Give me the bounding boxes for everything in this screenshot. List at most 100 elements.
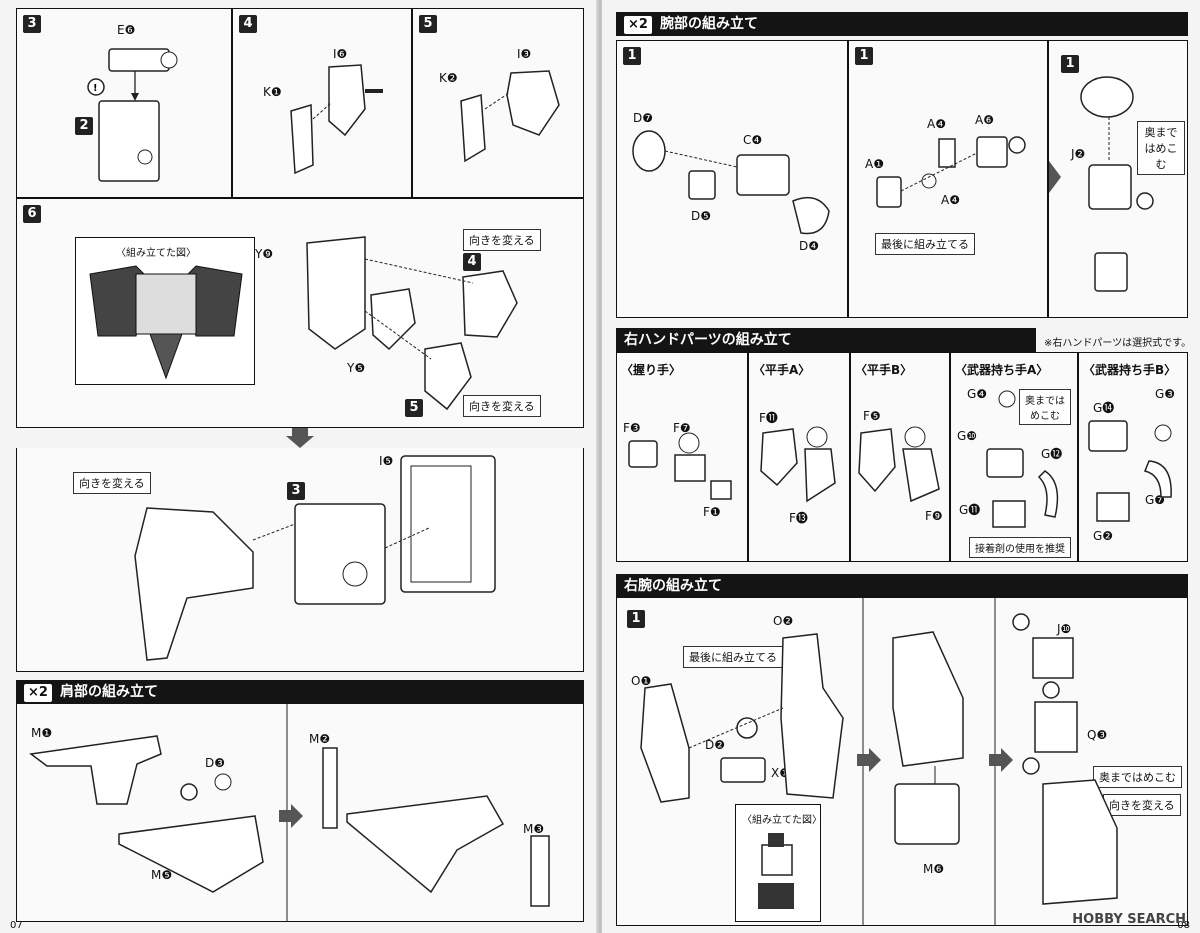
part-label: F❼ (673, 421, 691, 435)
multiplier-badge: ×2 (24, 684, 52, 702)
part-label: M❷ (309, 732, 331, 746)
hand-type-4: 〈武器持ち手A〉 G❹ G❿ G⓬ G⓫ 奥まではめこむ 接着剤の使用を推奨 (950, 352, 1078, 562)
page-number: 07 (10, 920, 23, 931)
hand-diagram (1088, 420, 1172, 522)
inset-title: 〈組み立てた図〉 (742, 815, 822, 826)
part-label: D❸ (205, 756, 225, 770)
inset-diagram (758, 833, 794, 909)
direction-tag: 向きを変える (463, 395, 541, 417)
step-3-panel: 3 E❻ 2 ! (16, 8, 232, 198)
part-label: A❶ (865, 157, 884, 171)
press-tag: 奥まではめこむ (1093, 766, 1182, 788)
part-label: F⓫ (759, 411, 778, 425)
step-4-panel: 4 I❻ K❶ (232, 8, 412, 198)
part-label: Y❺ (347, 361, 366, 375)
part-label: O❶ (631, 674, 652, 688)
part-label: G⓬ (1041, 447, 1063, 461)
part-label: G❿ (957, 429, 978, 443)
svg-text:!: ! (93, 83, 98, 94)
part-label: G❷ (1093, 529, 1114, 543)
step-5-panel: 5 I❸ K❷ (412, 8, 584, 198)
part-label: A❹ (941, 193, 960, 207)
arm-header: ×2 腕部の組み立て (616, 12, 1188, 36)
hand-type-3: 〈平手B〉 F❺ F❾ (850, 352, 950, 562)
assembled-inset: 〈組み立てた図〉 (75, 237, 255, 385)
hand-header: 右ハンドパーツの組み立て (616, 328, 1036, 352)
assembly-panel: 向きを変える I❺ 3 (16, 448, 584, 672)
step-number: 5 (419, 15, 437, 33)
part-label: K❶ (263, 85, 282, 99)
forearm-diagram (640, 598, 1118, 926)
part-label: A❻ (975, 113, 994, 127)
ref-number: 4 (463, 253, 481, 271)
part-label: F❺ (863, 409, 881, 423)
part-label: O❷ (773, 614, 794, 628)
arm-step-3-diagram (1049, 76, 1154, 292)
gutter (596, 0, 604, 933)
step-number: 6 (23, 205, 41, 223)
step-4-diagram (290, 64, 383, 175)
part-label: M❻ (923, 862, 945, 876)
part-label: D❼ (633, 111, 653, 125)
part-label: G⓫ (959, 503, 981, 517)
section-title: 腕部の組み立て (659, 16, 758, 32)
press-tag: 奥まではめこむ (1019, 389, 1071, 425)
step-number: 1 (855, 47, 873, 65)
step-number: 1 (1061, 55, 1079, 73)
part-label: Q❸ (1087, 728, 1108, 742)
press-tag: 奥まではめこむ (1137, 121, 1185, 175)
hand-type-title: 〈平手B〉 (855, 363, 913, 377)
part-label: A❹ (927, 117, 946, 131)
part-label: G❼ (1145, 493, 1166, 507)
part-label: Y❾ (255, 247, 274, 261)
part-label: F❾ (925, 509, 943, 523)
hand-type-title: 〈平手A〉 (753, 363, 811, 377)
page-number: 08 (1177, 920, 1190, 931)
part-label: F❸ (623, 421, 641, 435)
left-page: 3 E❻ 2 ! 4 I❻ K❶ 5 I❸ K❷ (0, 0, 598, 933)
multiplier-badge: ×2 (624, 16, 652, 34)
part-label: M❸ (523, 822, 545, 836)
part-label: M❺ (151, 868, 173, 882)
inset-title: 〈組み立てた図〉 (116, 248, 196, 259)
hand-type-1: 〈握り手〉 F❸ F❼ F❶ (616, 352, 748, 562)
part-label: G⓮ (1093, 401, 1115, 415)
assembled-inset: 〈組み立てた図〉 (735, 804, 822, 922)
hand-type-2: 〈平手A〉 F⓫ F⓭ (748, 352, 850, 562)
hand-type-title: 〈握り手〉 (621, 363, 682, 377)
part-label: G❹ (967, 387, 988, 401)
section-title: 右ハンドパーツの組み立て (624, 332, 792, 348)
watermark-logo: HOBBY SEARCH (1072, 912, 1186, 927)
hand-type-title: 〈武器持ち手B〉 (1083, 363, 1177, 377)
forearm-panel: 1 O❷ O❶ D❷ X❶ M❻ J❿ Q❸ 最後に組み立てる 奥まではめこむ … (616, 598, 1188, 926)
hand-diagram (760, 426, 836, 503)
part-label: K❷ (439, 71, 458, 85)
step-number: 1 (627, 610, 645, 628)
ref-number: 5 (405, 399, 423, 417)
section-title: 右腕の組み立て (624, 578, 722, 594)
part-label: I❸ (517, 47, 532, 61)
step-5-diagram (460, 70, 560, 163)
part-label: J❷ (1071, 147, 1086, 161)
ref-number: 2 (75, 117, 93, 135)
part-label: I❻ (333, 47, 348, 61)
part-label: D❺ (691, 209, 711, 223)
step-number: 3 (23, 15, 41, 33)
order-tag: 最後に組み立てる (683, 646, 783, 668)
direction-tag: 向きを変える (1103, 794, 1181, 816)
right-page: ×2 腕部の組み立て 1 D❼ C❹ D❺ D❹ 1 A❹ A❻ A❶ A❹ 最後… (602, 0, 1200, 933)
arm-step-1-diagram (632, 130, 830, 235)
direction-tag: 向きを変える (73, 472, 151, 494)
step-6-diagram (306, 236, 518, 411)
arm-step-2-diagram (876, 136, 1026, 208)
hand-type-title: 〈武器持ち手A〉 (955, 363, 1049, 377)
part-label: J❿ (1057, 622, 1072, 636)
shoulder-panel: M❶ D❸ M❺ M❷ M❸ (16, 704, 584, 922)
part-label: F❶ (703, 505, 721, 519)
arm-step-3-panel: 1 J❷ 奥まではめこむ (1048, 40, 1188, 318)
part-label: D❹ (799, 239, 819, 253)
part-label: D❷ (705, 738, 725, 752)
part-label: C❹ (743, 133, 763, 147)
hand-diagram (628, 432, 732, 500)
